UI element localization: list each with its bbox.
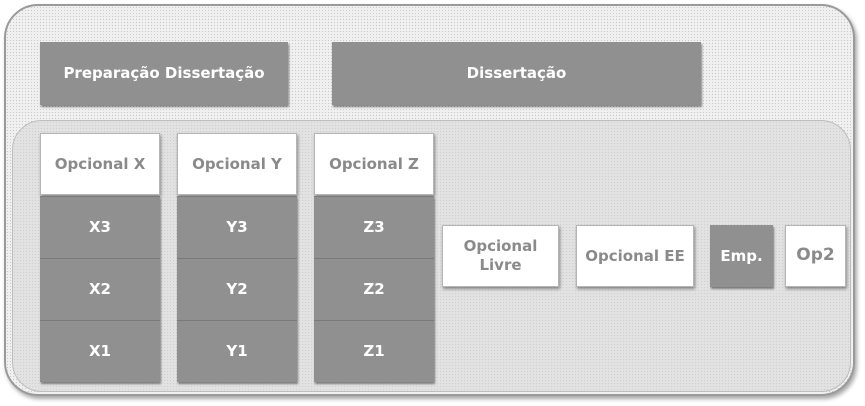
op2-box: Op2 xyxy=(785,225,846,287)
opcional-ee-box: Opcional EE xyxy=(576,225,694,287)
preparacao-dissertacao-box: Preparação Dissertação xyxy=(40,42,288,105)
opcional-z-header: Opcional Z xyxy=(314,133,434,195)
opcional-y-header: Opcional Y xyxy=(177,133,297,195)
emp-box: Emp. xyxy=(710,225,773,287)
x1-cell: X1 xyxy=(40,320,160,382)
dissertacao-box: Dissertação xyxy=(332,42,701,105)
opcional-livre-box: Opcional Livre xyxy=(442,225,559,287)
y2-cell: Y2 xyxy=(177,258,297,320)
z3-cell: Z3 xyxy=(314,196,434,258)
y1-cell: Y1 xyxy=(177,320,297,382)
z2-cell: Z2 xyxy=(314,258,434,320)
opcional-x-header: Opcional X xyxy=(40,133,160,195)
y3-cell: Y3 xyxy=(177,196,297,258)
x3-cell: X3 xyxy=(40,196,160,258)
x2-cell: X2 xyxy=(40,258,160,320)
z1-cell: Z1 xyxy=(314,320,434,382)
